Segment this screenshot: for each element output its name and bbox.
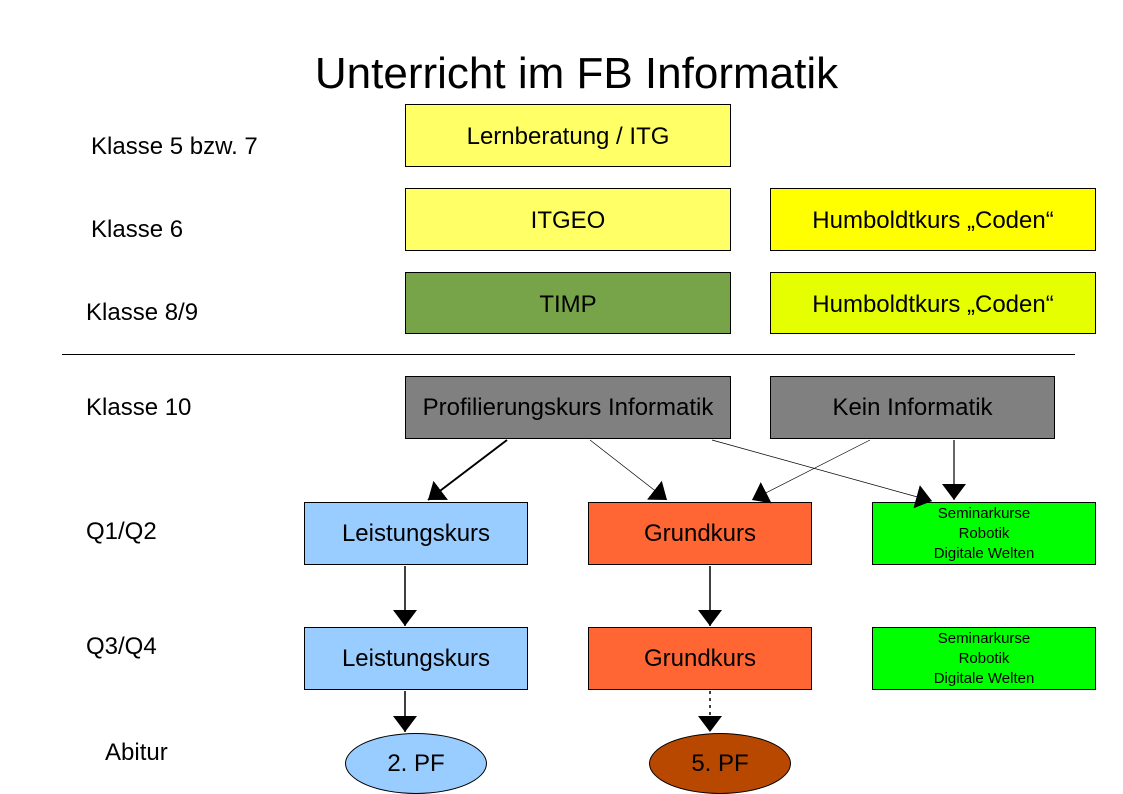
node-itgeo: ITGEO xyxy=(405,188,731,251)
arrow-kein-to-grundkurs xyxy=(751,439,871,504)
row-label-klasse-8-9: Klasse 8/9 xyxy=(86,299,199,326)
stage-divider xyxy=(62,354,1075,355)
node-humboldtkurs-klasse-8-9: Humboldtkurs „Coden“ xyxy=(770,272,1096,334)
node-lernberatung-itg: Lernberatung / ITG xyxy=(405,104,731,167)
node-timp: TIMP xyxy=(405,272,731,334)
node-grundkurs-q3-q4: Grundkurs xyxy=(588,627,812,690)
row-label-abitur: Abitur xyxy=(105,739,168,766)
node-seminarkurse-q1-q2: Seminarkurse Robotik Digitale Welten xyxy=(872,502,1096,565)
seminar-line: Seminarkurse xyxy=(937,504,1031,522)
node-humboldtkurs-klasse-6: Humboldtkurs „Coden“ xyxy=(770,188,1096,251)
seminar-line: Robotik xyxy=(958,524,1010,542)
node-leistungskurs-q3-q4: Leistungskurs xyxy=(304,627,528,690)
node-leistungskurs-q1-q2: Leistungskurs xyxy=(304,502,528,565)
row-label-klasse-5-7: Klasse 5 bzw. 7 xyxy=(91,133,258,160)
diagram-title: Unterricht im FB Informatik xyxy=(314,49,839,98)
arrow-profilierung-to-seminarkurse xyxy=(711,439,933,509)
node-kein-informatik: Kein Informatik xyxy=(770,376,1055,439)
row-label-q1-q2: Q1/Q2 xyxy=(86,518,157,545)
row-label-q3-q4: Q3/Q4 xyxy=(86,633,157,660)
arrow-profilierung-to-grundkurs xyxy=(589,439,668,501)
seminar-line: Digitale Welten xyxy=(933,544,1035,562)
arrow-profilierung-to-leistungskurs xyxy=(427,439,508,501)
seminar-line: Robotik xyxy=(958,649,1010,667)
node-5-pf: 5. PF xyxy=(649,733,791,794)
row-label-klasse-10: Klasse 10 xyxy=(86,394,192,421)
node-seminarkurse-q3-q4: Seminarkurse Robotik Digitale Welten xyxy=(872,627,1096,690)
seminar-line: Digitale Welten xyxy=(933,669,1035,687)
seminar-line: Seminarkurse xyxy=(937,629,1031,647)
node-2-pf: 2. PF xyxy=(345,733,487,794)
node-grundkurs-q1-q2: Grundkurs xyxy=(588,502,812,565)
row-label-klasse-6: Klasse 6 xyxy=(91,216,184,243)
node-profilierungskurs-informatik: Profilierungskurs Informatik xyxy=(405,376,731,439)
